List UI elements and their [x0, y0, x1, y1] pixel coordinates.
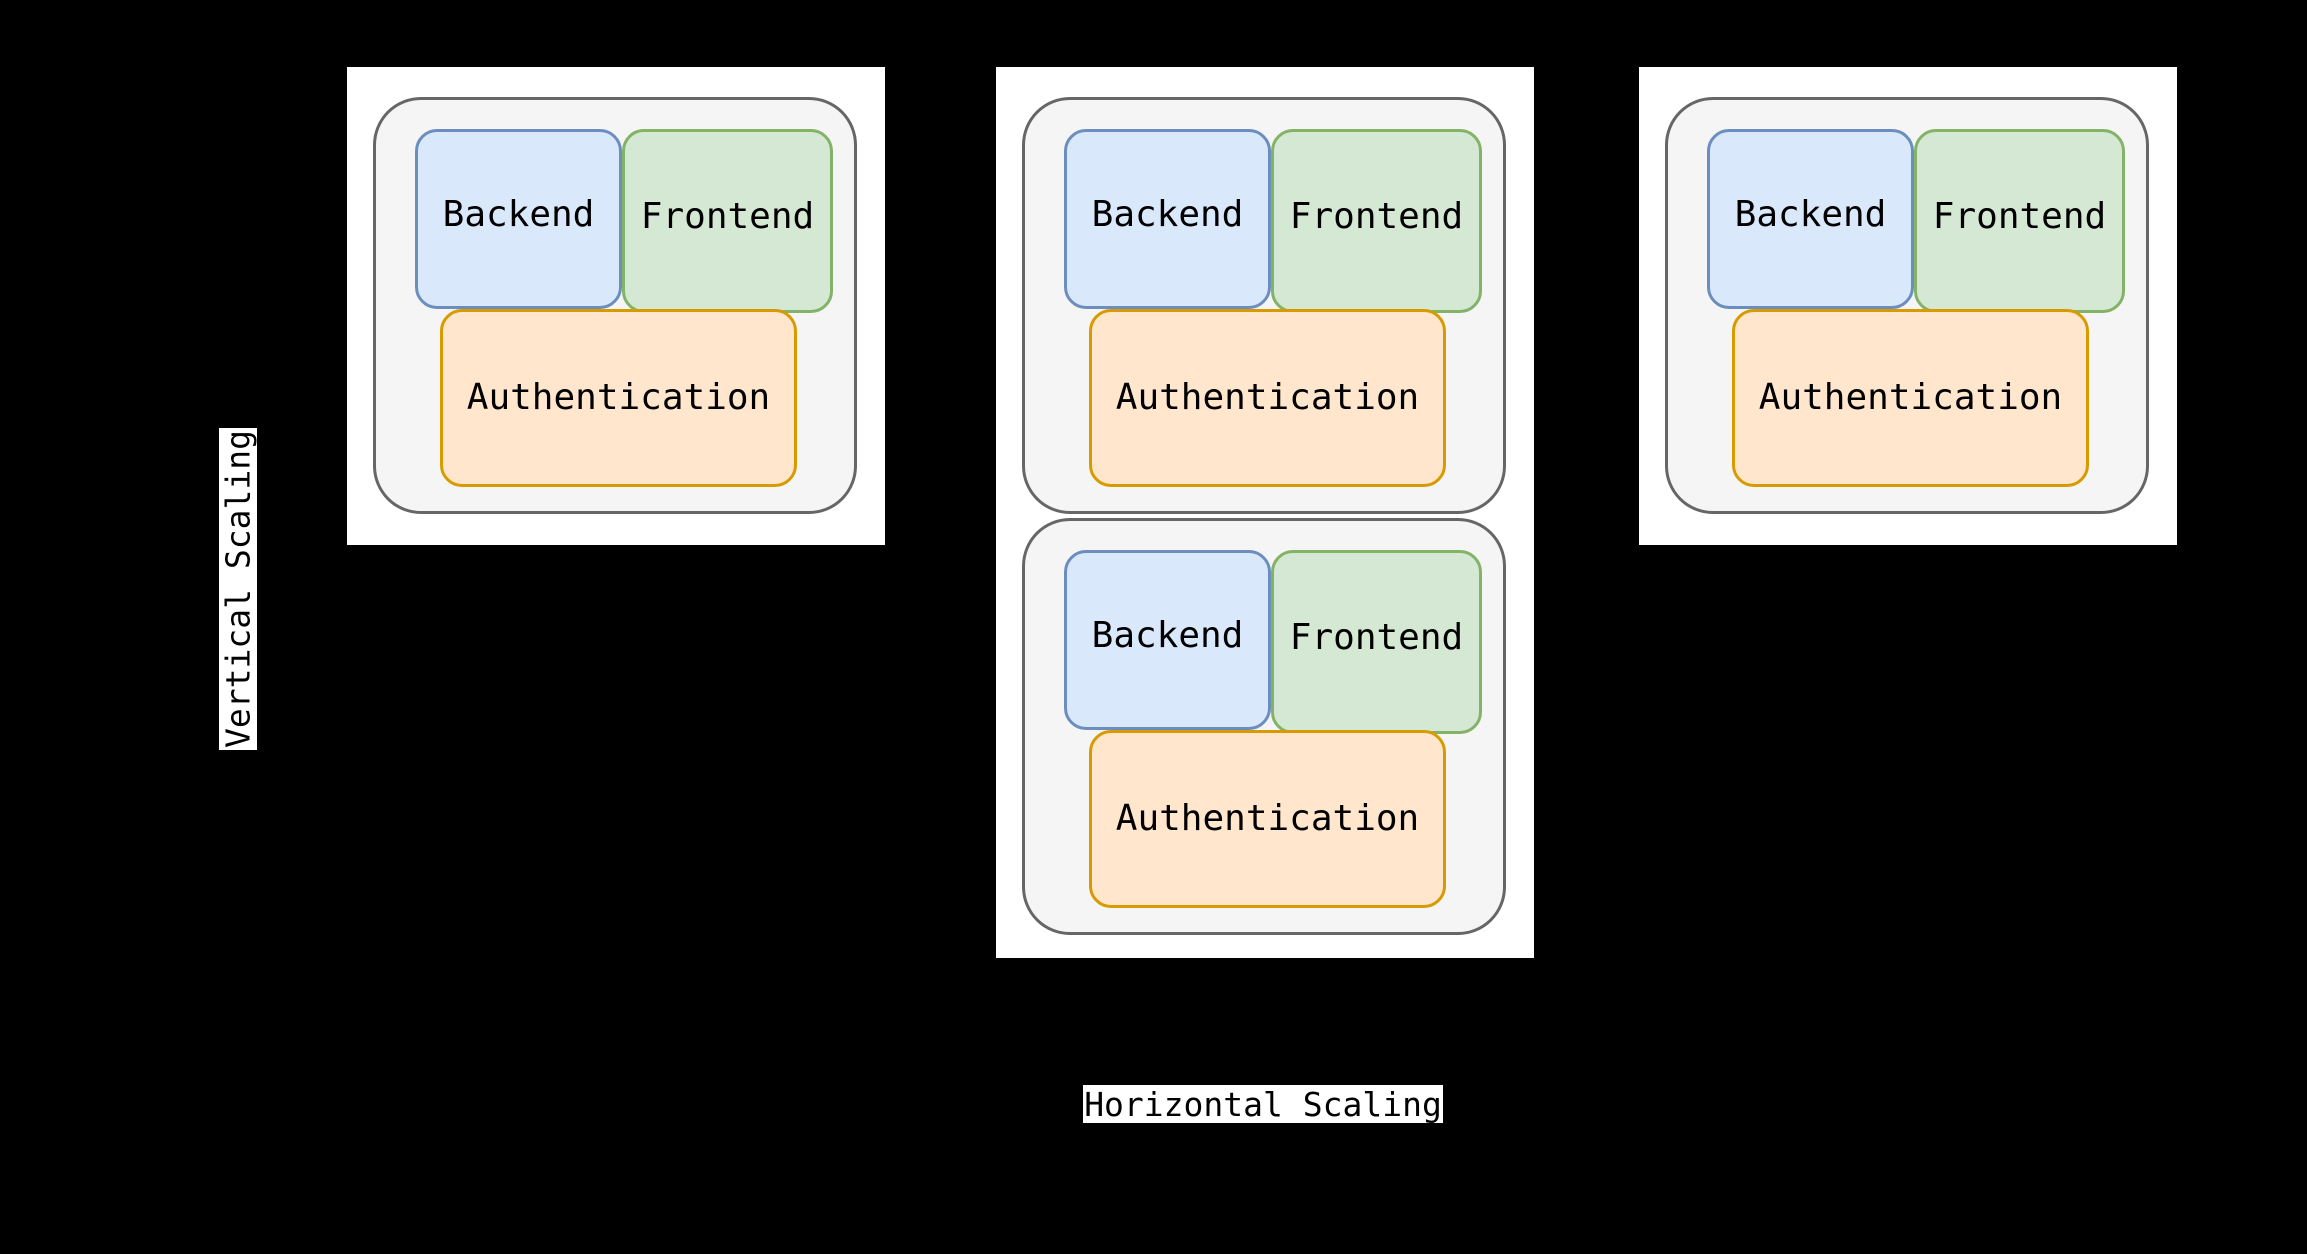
frontend-label: Frontend [1932, 196, 2107, 237]
authentication-label: Authentication [1758, 377, 2063, 418]
backend-box: Backend [1064, 550, 1271, 730]
app-instance-container: Backend Frontend Authentication [1022, 518, 1506, 935]
server-panel-right: Backend Frontend Authentication [1639, 67, 2177, 545]
authentication-box: Authentication [1089, 309, 1446, 487]
app-instance-container: Backend Frontend Authentication [1665, 97, 2149, 514]
backend-box: Backend [1707, 129, 1914, 309]
authentication-label: Authentication [1115, 377, 1420, 418]
frontend-box: Frontend [1271, 550, 1482, 734]
backend-label: Backend [1091, 615, 1244, 656]
authentication-box: Authentication [1089, 730, 1446, 908]
app-instance-container: Backend Frontend Authentication [373, 97, 857, 514]
vertical-scaling-axis-text: Vertical Scaling [218, 430, 258, 748]
backend-label: Backend [1091, 194, 1244, 235]
frontend-label: Frontend [1289, 617, 1464, 658]
horizontal-scaling-axis-label: Horizontal Scaling [1083, 1085, 1443, 1123]
backend-label: Backend [1734, 194, 1887, 235]
horizontal-scaling-axis-text: Horizontal Scaling [1084, 1084, 1442, 1124]
app-instance-container: Backend Frontend Authentication [1022, 97, 1506, 514]
backend-box: Backend [1064, 129, 1271, 309]
server-panel-left: Backend Frontend Authentication [347, 67, 885, 545]
frontend-box: Frontend [622, 129, 833, 313]
authentication-label: Authentication [466, 377, 771, 418]
frontend-box: Frontend [1271, 129, 1482, 313]
backend-box: Backend [415, 129, 622, 309]
frontend-label: Frontend [1289, 196, 1464, 237]
vertical-scaling-axis-label: Vertical Scaling [218, 428, 258, 750]
frontend-label: Frontend [640, 196, 815, 237]
authentication-box: Authentication [440, 309, 797, 487]
authentication-label: Authentication [1115, 798, 1420, 839]
server-panel-middle: Backend Frontend Authentication Backend … [996, 67, 1534, 958]
backend-label: Backend [442, 194, 595, 235]
authentication-box: Authentication [1732, 309, 2089, 487]
frontend-box: Frontend [1914, 129, 2125, 313]
